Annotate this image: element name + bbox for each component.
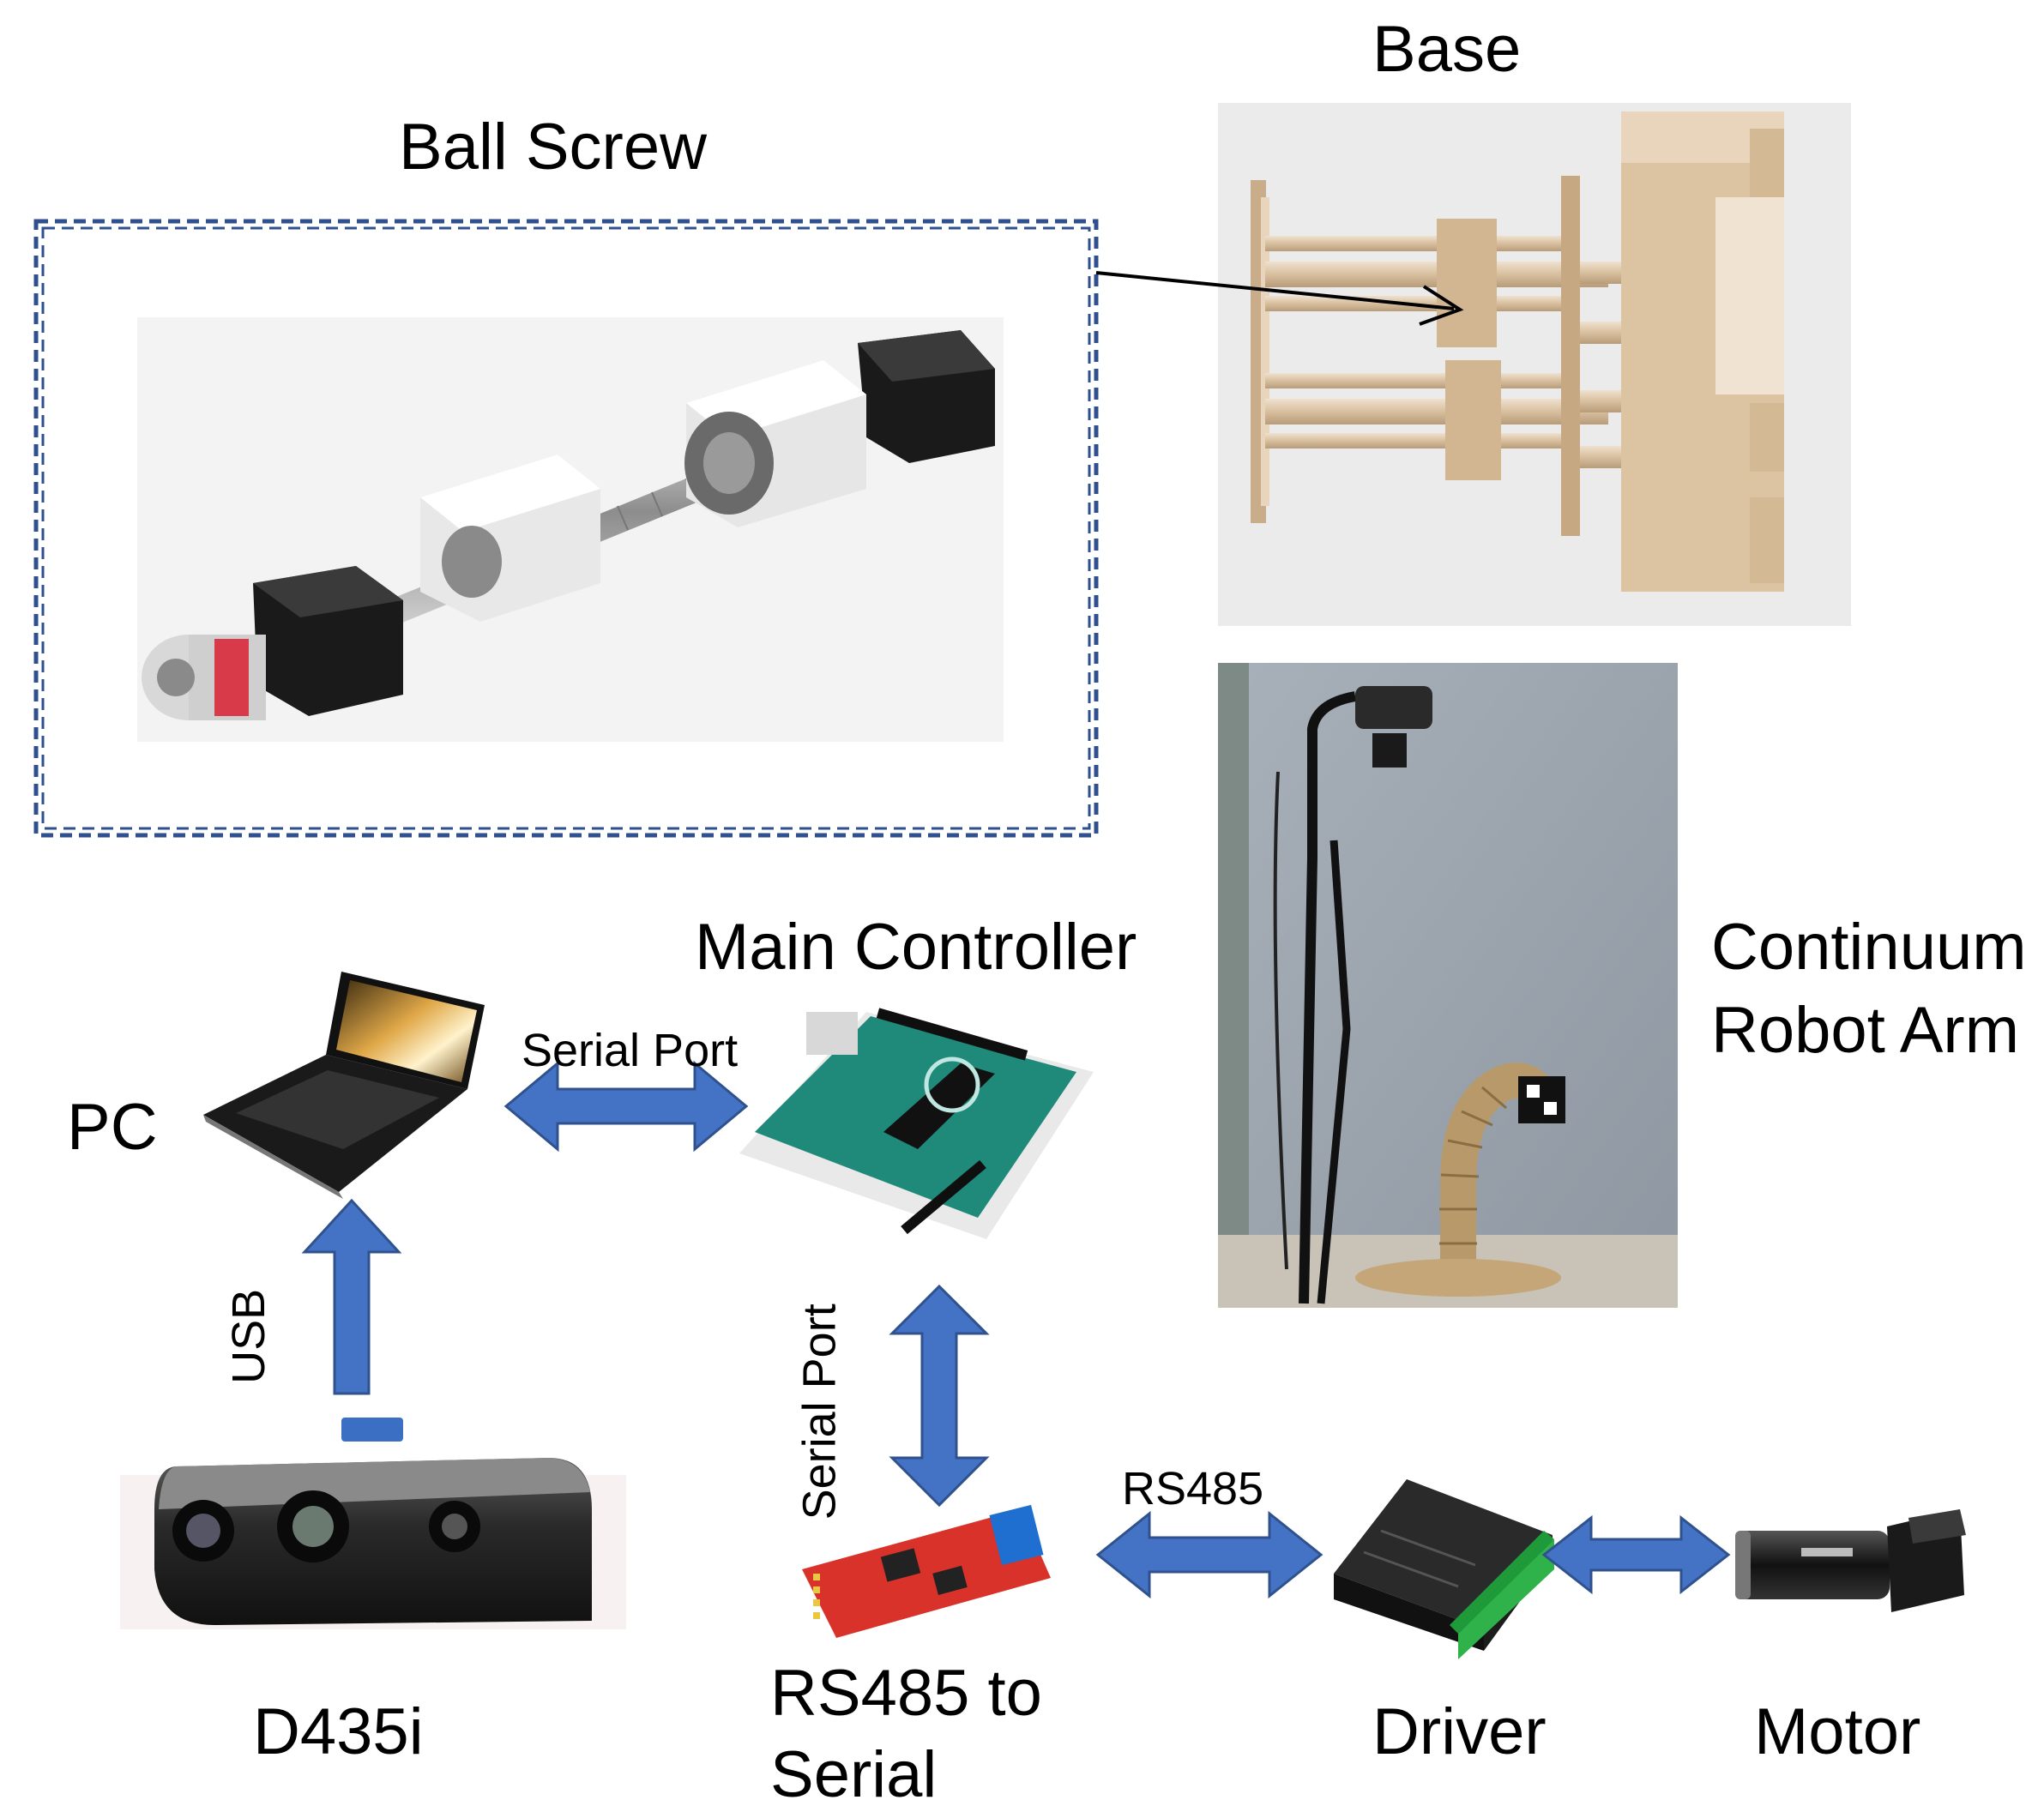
ball-screw-label: Ball Screw <box>399 111 707 184</box>
laptop-image <box>203 972 485 1199</box>
continuum-robot-arm-label-line1: Continuum <box>1711 911 2027 984</box>
rs485-link-label: RS485 <box>1122 1463 1264 1514</box>
rs485-to-serial-label-line2: Serial <box>770 1738 938 1806</box>
motor-image <box>1735 1509 1966 1612</box>
driver-image <box>1334 1479 1554 1659</box>
d435i-label: D435i <box>253 1695 424 1768</box>
rs485-to-serial-label-line1: RS485 to <box>770 1657 1042 1730</box>
d435i-camera-image <box>120 1418 626 1629</box>
driver-label: Driver <box>1372 1695 1547 1768</box>
pc-label: PC <box>67 1091 158 1164</box>
serial-port-vertical-label: Serial Port <box>793 1303 846 1520</box>
main-controller-board-image <box>739 1008 1094 1239</box>
continuum-robot-photo <box>1218 663 1678 1308</box>
ball-screw-image <box>137 317 1004 742</box>
base-cad-image <box>1218 103 1851 626</box>
usb-label: USB <box>223 1288 275 1384</box>
rs485-board-image <box>802 1504 1051 1638</box>
ball-screw-dashed-frame <box>33 219 1099 838</box>
pc-controller-arrow <box>503 1060 749 1153</box>
main-controller-label: Main Controller <box>695 911 1137 984</box>
usb-up-arrow <box>301 1198 402 1395</box>
serial-port-top-label: Serial Port <box>522 1025 739 1076</box>
controller-rs485-arrow <box>889 1284 990 1508</box>
ball-screw-to-base-arrow <box>1095 271 1464 326</box>
continuum-robot-arm-label-line2: Robot Arm <box>1711 994 2020 1067</box>
rs485-driver-arrow <box>1095 1510 1323 1599</box>
motor-label: Motor <box>1754 1695 1921 1768</box>
base-label: Base <box>1372 13 1522 86</box>
driver-motor-arrow <box>1541 1514 1731 1595</box>
